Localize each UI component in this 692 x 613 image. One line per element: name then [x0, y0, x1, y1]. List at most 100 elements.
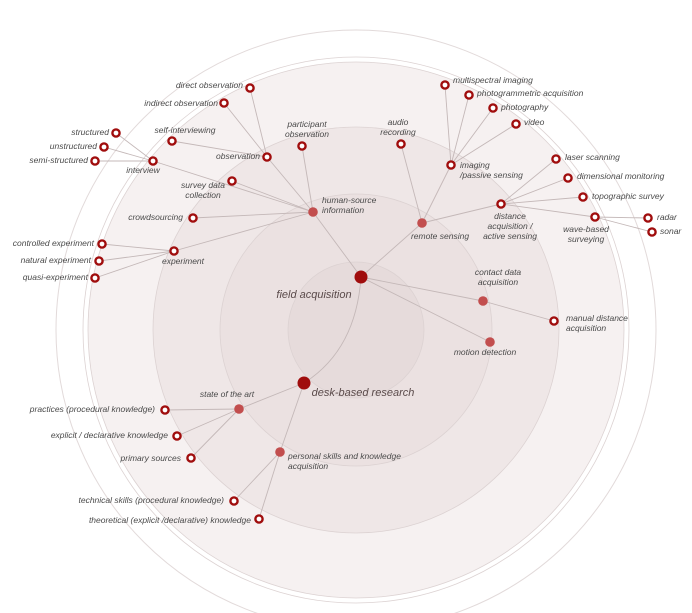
node-manual-distance-acquisition-label-line: manual distance	[566, 313, 628, 323]
node-field-acquisition-label: field acquisition	[276, 289, 351, 301]
node-practices-dot[interactable]	[160, 405, 170, 415]
node-experiment-dot[interactable]	[169, 246, 179, 256]
edge-desk-sota	[238, 382, 305, 410]
node-sonar-dot[interactable]	[647, 227, 657, 237]
node-remote-sensing-label: remote sensing	[411, 231, 469, 241]
node-technical-skills-label: technical skills (procedural knowledge)	[78, 495, 224, 505]
edge-observation-self_int	[171, 140, 268, 158]
node-survey-data-collection-label-line: survey data	[181, 180, 225, 190]
node-contact-data-acquisition-dot[interactable]	[478, 296, 488, 306]
node-wave-based-surveying-label-line: surveying	[568, 234, 605, 244]
node-theoretical-knowledge-dot[interactable]	[254, 514, 264, 524]
edge-sota-primary	[190, 408, 240, 459]
node-self-interviewing-label: self-interviewing	[155, 125, 216, 135]
node-technical-skills-label-line: technical skills (procedural knowledge)	[78, 495, 224, 505]
node-laser-scanning-label-line: laser scanning	[565, 152, 620, 162]
node-state-of-the-art-dot[interactable]	[234, 404, 244, 414]
edge-sota-explicit	[176, 408, 240, 437]
node-video-dot[interactable]	[511, 119, 521, 129]
node-natural-experiment-dot[interactable]	[94, 256, 104, 266]
node-video-label-line: video	[524, 117, 545, 127]
node-primary-sources-label: primary sources	[120, 453, 182, 463]
node-sonar-label: sonar	[660, 226, 682, 236]
node-field-acquisition-label-line: field acquisition	[276, 289, 351, 301]
node-sonar-label-line: sonar	[660, 226, 682, 236]
node-primary-sources-label-line: primary sources	[120, 453, 182, 463]
node-direct-observation-dot[interactable]	[245, 83, 255, 93]
edge-field-desk	[303, 276, 362, 384]
node-distance-acquisition-label-line: active sensing	[483, 231, 537, 241]
node-controlled-experiment-label: controlled experiment	[13, 238, 95, 248]
node-quasi-experiment-label-line: quasi-experiment	[23, 272, 89, 282]
node-unstructured-label: unstructured	[50, 141, 98, 151]
node-explicit-knowledge-dot[interactable]	[172, 431, 182, 441]
node-primary-sources-dot[interactable]	[186, 453, 196, 463]
node-survey-data-collection-dot[interactable]	[227, 176, 237, 186]
node-semi-structured-label: semi-structured	[29, 155, 88, 165]
node-imaging-passive-sensing-label-line: /passive sensing	[459, 170, 523, 180]
node-radar-label-line: radar	[657, 212, 678, 222]
node-manual-distance-acquisition-dot[interactable]	[549, 316, 559, 326]
edge-wave-radar	[594, 216, 649, 219]
edge-experiment-natural	[98, 250, 175, 262]
node-self-interviewing-dot[interactable]	[167, 136, 177, 146]
node-multispectral-imaging-label: multispectral imaging	[453, 75, 533, 85]
node-quasi-experiment-label: quasi-experiment	[23, 272, 89, 282]
node-personal-skills-dot[interactable]	[275, 447, 285, 457]
node-interview-dot[interactable]	[148, 156, 158, 166]
node-video-label: video	[524, 117, 545, 127]
node-indirect-observation-label-line: indirect observation	[144, 98, 218, 108]
node-crowdsourcing-dot[interactable]	[188, 213, 198, 223]
node-quasi-experiment-dot[interactable]	[90, 273, 100, 283]
node-distance-acquisition-dot[interactable]	[496, 199, 506, 209]
ring-4	[287, 261, 425, 399]
node-multispectral-imaging-dot[interactable]	[440, 80, 450, 90]
node-participant-observation-dot[interactable]	[297, 141, 307, 151]
edge-contact-manual	[482, 300, 555, 322]
node-semi-structured-dot[interactable]	[90, 156, 100, 166]
node-theoretical-knowledge-label-line: theoretical (explicit /declarative) know…	[89, 515, 251, 525]
node-structured-dot[interactable]	[111, 128, 121, 138]
node-remote-sensing-dot[interactable]	[417, 218, 427, 228]
node-unstructured-dot[interactable]	[99, 142, 109, 152]
node-field-acquisition-dot[interactable]	[354, 270, 368, 284]
node-controlled-experiment-dot[interactable]	[97, 239, 107, 249]
node-laser-scanning-dot[interactable]	[551, 154, 561, 164]
node-imaging-passive-sensing-label: imaging/passive sensing	[459, 160, 523, 180]
node-human-source-information-dot[interactable]	[308, 207, 318, 217]
edge-interview-structured	[115, 132, 154, 162]
node-indirect-observation-dot[interactable]	[219, 98, 229, 108]
node-semi-structured-label-line: semi-structured	[29, 155, 88, 165]
edge-field-motion	[360, 276, 491, 343]
node-radar-dot[interactable]	[643, 213, 653, 223]
node-photogrammetric-acquisition-label-line: photogrammetric acquisition	[476, 88, 584, 98]
node-desk-based-research-dot[interactable]	[297, 376, 311, 390]
edge-human-observation	[266, 156, 314, 213]
node-photography-dot[interactable]	[488, 103, 498, 113]
node-topographic-survey-dot[interactable]	[578, 192, 588, 202]
node-personal-skills-label-line: acquisition	[288, 461, 328, 471]
node-contact-data-acquisition-label-line: acquisition	[478, 277, 518, 287]
node-interview-label: interview	[126, 165, 160, 175]
node-experiment-label-line: experiment	[162, 256, 205, 266]
edge-remote-imaging	[421, 164, 452, 224]
node-participant-observation-label-line: observation	[285, 129, 329, 139]
edge-distance-dimensional	[500, 177, 569, 205]
nodes	[90, 80, 657, 524]
node-desk-based-research-label: desk-based research	[312, 387, 415, 399]
node-dimensional-monitoring-dot[interactable]	[563, 173, 573, 183]
node-motion-detection-dot[interactable]	[485, 337, 495, 347]
node-technical-skills-dot[interactable]	[229, 496, 239, 506]
node-wave-based-surveying-dot[interactable]	[590, 212, 600, 222]
node-observation-dot[interactable]	[262, 152, 272, 162]
node-imaging-passive-sensing-dot[interactable]	[446, 160, 456, 170]
edge-field-remote	[360, 222, 423, 278]
node-photogrammetric-acquisition-dot[interactable]	[464, 90, 474, 100]
edge-sota-practices	[164, 408, 240, 411]
node-photogrammetric-acquisition-label: photogrammetric acquisition	[476, 88, 584, 98]
node-audio-recording-dot[interactable]	[396, 139, 406, 149]
